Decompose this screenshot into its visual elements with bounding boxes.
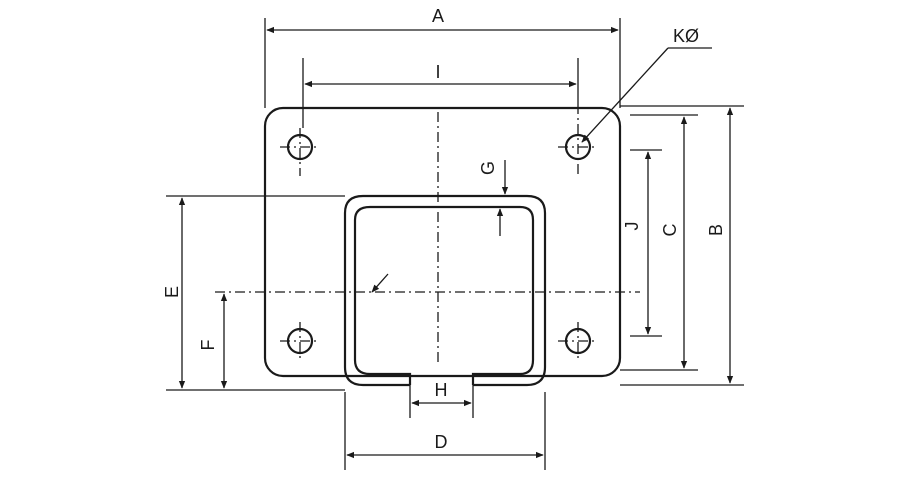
dimension-g [496,160,509,236]
label-f: F [198,340,218,351]
label-k-diameter: KØ [673,26,699,46]
dimension-e [166,195,345,391]
channel-outer-outline [343,194,547,387]
dimension-j [630,149,662,337]
label-e: E [162,286,182,298]
hole-bottom-right [558,322,598,362]
dimension-a [264,18,621,108]
dimension-c [620,114,698,371]
channel-inner-outline [353,205,535,385]
hole-top-left [280,128,320,176]
hole-bottom-left [280,322,320,362]
radius-pointer [371,273,389,293]
dimension-h [409,385,474,418]
dimension-d [344,392,546,470]
label-i: I [435,62,440,82]
dimension-i [302,58,579,128]
hole-top-right [558,104,598,176]
base-plate-outline [263,106,622,378]
label-d: D [435,432,448,452]
dimension-b [620,105,744,386]
label-j: J [622,222,642,231]
dimension-k-leader [581,47,712,143]
label-b: B [706,224,726,236]
label-h: H [435,380,448,400]
label-g: G [478,161,498,175]
label-a: A [432,6,444,26]
label-c: C [660,224,680,237]
